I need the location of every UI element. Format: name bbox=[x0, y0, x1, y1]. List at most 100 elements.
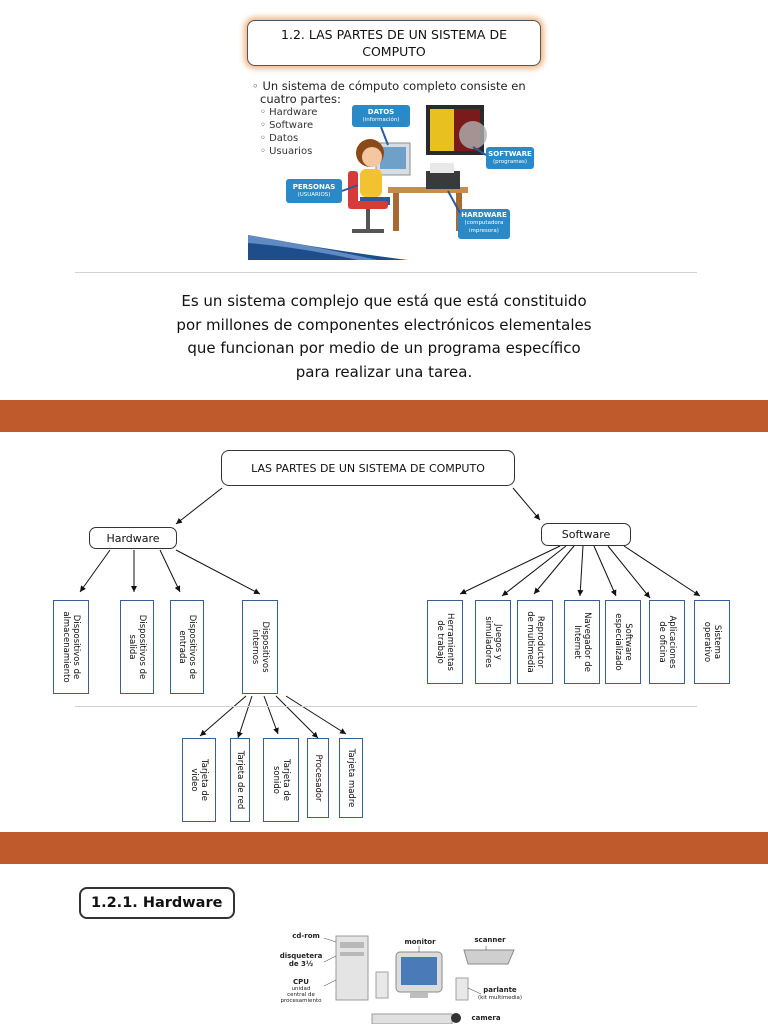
hardware-label: Hardware bbox=[106, 531, 160, 545]
label-camera: camera bbox=[471, 1014, 501, 1022]
box-text: entrada bbox=[177, 630, 187, 664]
part-item: ◦ Datos bbox=[260, 133, 299, 144]
hardware-graphic bbox=[323, 935, 515, 1024]
label-monitor: monitor bbox=[404, 938, 436, 946]
paragraph-line: para realizar una tarea. bbox=[295, 362, 473, 381]
box-text: Dispositivos de bbox=[187, 614, 197, 680]
intro-line2: cuatro partes: bbox=[260, 92, 341, 106]
box-text: Tarjeta de red bbox=[235, 750, 245, 810]
part-item: ◦ Software bbox=[260, 120, 314, 131]
definition-paragraph: Es un sistema complejo que está que está… bbox=[150, 290, 618, 384]
divider bbox=[75, 706, 697, 707]
hardware-section-title: 1.2.1. Hardware bbox=[79, 887, 235, 919]
box-text: Internet bbox=[572, 625, 582, 659]
box-text: Dispositivos de bbox=[71, 614, 81, 680]
paragraph-line: Es un sistema complejo que está que está… bbox=[181, 292, 587, 310]
hardware-components-illustration: cd-rom disquetera de 3½ CPU unidad centr… bbox=[276, 928, 531, 1024]
intro-line1: ◦ Un sistema de cómputo completo consist… bbox=[252, 79, 526, 93]
computer-system-illustration: DATOS (información) SOFTWARE (programas)… bbox=[248, 75, 538, 260]
box-text: Herramientas bbox=[445, 613, 455, 671]
label-software: SOFTWARE bbox=[488, 150, 532, 158]
slide-separator-band bbox=[0, 832, 768, 864]
internal-child-box: Tarjeta madre bbox=[339, 738, 363, 818]
label-hardware: HARDWARE bbox=[461, 211, 507, 219]
box-text: sonido bbox=[271, 766, 281, 794]
software-label: Software bbox=[561, 528, 611, 541]
label-disquetera-line2: de 3½ bbox=[288, 960, 314, 968]
diagram-root-node: LAS PARTES DE UN SISTEMA DE COMPUTO bbox=[221, 450, 515, 486]
internal-child-box: Tarjeta de red bbox=[230, 738, 250, 822]
label-cpu-sub: central de bbox=[287, 992, 315, 998]
box-text: Sistema bbox=[712, 624, 722, 660]
label-software-sub: (programas) bbox=[492, 159, 527, 165]
illustration-graphic bbox=[248, 105, 534, 260]
box-text: de trabajo bbox=[435, 620, 445, 664]
part-item: ◦ Usuarios bbox=[260, 146, 313, 157]
label-hardware-sub2: impresora) bbox=[469, 228, 499, 234]
internal-child-box: Procesador bbox=[307, 738, 329, 818]
box-text: Dispositivos de bbox=[137, 614, 147, 680]
box-text: video bbox=[189, 768, 199, 792]
label-cpu-line: CPU bbox=[293, 978, 309, 986]
label-cpu-sub: procesamiento bbox=[280, 998, 322, 1004]
root-label: LAS PARTES DE UN SISTEMA DE COMPUTO bbox=[251, 461, 485, 475]
label-personas-sub: (USUARIOS) bbox=[297, 192, 331, 198]
hardware-node: Hardware bbox=[89, 527, 177, 549]
box-text: Reproductor bbox=[535, 615, 545, 669]
slide-title: 1.2. LAS PARTES DE UN SISTEMA DE COMPUTO bbox=[247, 20, 541, 66]
box-text: almacenamiento bbox=[61, 611, 71, 683]
box-text: operativo bbox=[702, 621, 712, 663]
slide-title-line1: 1.2. LAS PARTES DE UN SISTEMA DE bbox=[281, 27, 507, 42]
intro-bullets: ◦ Un sistema de cómputo completo consist… bbox=[252, 80, 526, 158]
slide-title-line2: COMPUTO bbox=[362, 44, 426, 59]
software-node: Software bbox=[541, 523, 631, 546]
label-personas: PERSONAS bbox=[292, 183, 336, 191]
paragraph-line: por millones de componentes electrónicos… bbox=[176, 315, 592, 334]
box-text: Procesador bbox=[313, 754, 323, 802]
box-text: Tarjeta de bbox=[281, 759, 291, 801]
label-datos: DATOS bbox=[367, 108, 395, 116]
hardware-section-title-text: 1.2.1. Hardware bbox=[91, 895, 223, 911]
diagram-connectors bbox=[79, 487, 701, 739]
label-parlante: parlante (kit multimedia) bbox=[472, 986, 528, 1002]
box-text: de oficina bbox=[657, 621, 667, 663]
box-text: de multimedia bbox=[525, 611, 535, 673]
box-text: simuladores bbox=[483, 616, 493, 668]
box-text: Aplicaciones bbox=[667, 615, 677, 669]
label-parlante-line: parlante bbox=[483, 986, 517, 994]
box-text: salida bbox=[127, 634, 137, 660]
box-text: Tarjeta de bbox=[199, 759, 209, 801]
label-cdrom: cd-rom bbox=[292, 932, 320, 940]
part-item: ◦ Hardware bbox=[260, 107, 318, 118]
label-parlante-sub: (kit multimedia) bbox=[477, 995, 523, 1001]
label-disquetera: disquetera de 3½ bbox=[278, 952, 324, 968]
box-text: Navegador de bbox=[582, 612, 592, 672]
divider bbox=[75, 272, 697, 273]
label-hardware-sub1: (computadora bbox=[464, 220, 504, 226]
box-text: Juegos y bbox=[493, 624, 503, 660]
box-text: especializado bbox=[613, 613, 623, 671]
paragraph-line: que funcionan por medio de un programa e… bbox=[187, 339, 581, 357]
label-disquetera-line1: disquetera bbox=[279, 952, 323, 960]
label-scanner: scanner bbox=[474, 936, 506, 944]
slide-separator-band bbox=[0, 400, 768, 432]
box-text: Dispositivos bbox=[260, 621, 270, 673]
box-text: internos bbox=[250, 629, 260, 665]
label-cpu-sub: unidad bbox=[291, 986, 311, 992]
box-text: Tarjeta madre bbox=[346, 748, 356, 808]
label-datos-sub: (información) bbox=[362, 117, 400, 123]
box-text: Software bbox=[623, 623, 633, 661]
